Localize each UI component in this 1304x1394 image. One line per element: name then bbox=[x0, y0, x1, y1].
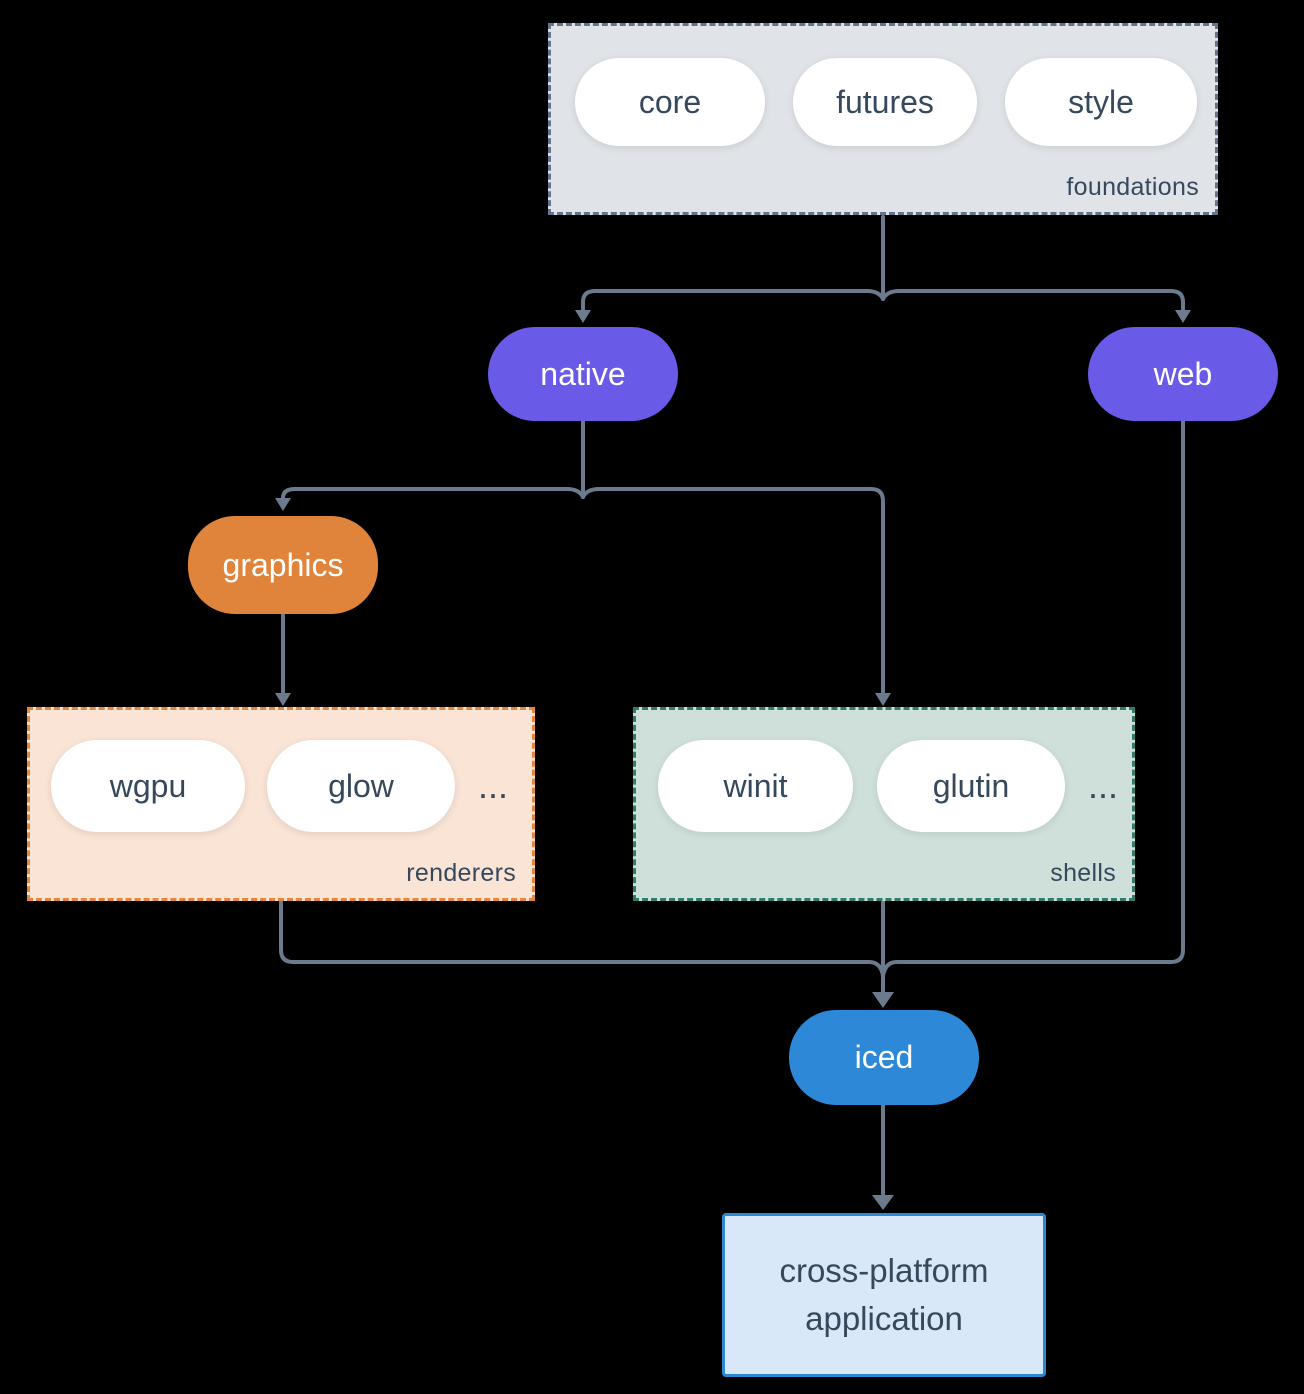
node-glow-label: glow bbox=[328, 767, 394, 804]
node-futures: futures bbox=[793, 58, 977, 146]
node-style: style bbox=[1005, 58, 1197, 146]
node-web-label: web bbox=[1153, 355, 1213, 392]
edge-renderers-iced bbox=[279, 899, 885, 978]
node-glutin-label: glutin bbox=[932, 767, 1010, 804]
shells-group: winit glutin ... shells bbox=[633, 707, 1135, 901]
edge-native-shells bbox=[581, 487, 885, 694]
node-iced-label: iced bbox=[854, 1039, 914, 1075]
edge-foundations-web bbox=[881, 289, 1185, 311]
node-graphics: graphics bbox=[188, 516, 378, 614]
node-core-label: core bbox=[638, 83, 702, 120]
renderers-group-label: renderers bbox=[406, 859, 516, 887]
node-native-label: native bbox=[540, 355, 626, 392]
arrowhead-shells bbox=[875, 693, 891, 706]
shells-group-label: shells bbox=[1050, 859, 1116, 887]
arrowhead-iced bbox=[872, 992, 894, 1008]
node-native: native bbox=[488, 327, 678, 421]
arrowhead-web bbox=[1175, 310, 1191, 323]
renderers-more-ellipsis: ... bbox=[477, 765, 508, 806]
arrowhead-graphics bbox=[275, 498, 291, 511]
node-wgpu-label: wgpu bbox=[109, 767, 187, 804]
node-futures-label: futures bbox=[836, 83, 934, 120]
node-winit-label: winit bbox=[723, 767, 788, 804]
foundations-group-label: foundations bbox=[1066, 173, 1199, 201]
node-graphics-label: graphics bbox=[222, 546, 344, 583]
edge-native-graphics bbox=[281, 487, 585, 500]
node-glutin: glutin bbox=[877, 740, 1065, 832]
node-glow: glow bbox=[267, 740, 455, 832]
renderers-group: wgpu glow ... renderers bbox=[27, 707, 535, 901]
node-core: core bbox=[575, 58, 765, 146]
arrowhead-native bbox=[575, 310, 591, 323]
shells-more-ellipsis: ... bbox=[1087, 765, 1118, 806]
edge-foundations-native bbox=[581, 289, 885, 311]
arrowhead-app bbox=[872, 1195, 894, 1210]
foundations-group: core futures style foundations bbox=[548, 23, 1218, 215]
node-style-label: style bbox=[1068, 83, 1134, 120]
edge-web-iced bbox=[881, 419, 1185, 978]
node-cross-platform-application: cross-platform application bbox=[722, 1213, 1046, 1377]
node-wgpu: wgpu bbox=[51, 740, 245, 832]
node-app-label: cross-platform application bbox=[779, 1252, 989, 1337]
arrowhead-renderers bbox=[275, 693, 291, 706]
node-winit: winit bbox=[658, 740, 853, 832]
node-iced: iced bbox=[789, 1010, 979, 1105]
node-web: web bbox=[1088, 327, 1278, 421]
